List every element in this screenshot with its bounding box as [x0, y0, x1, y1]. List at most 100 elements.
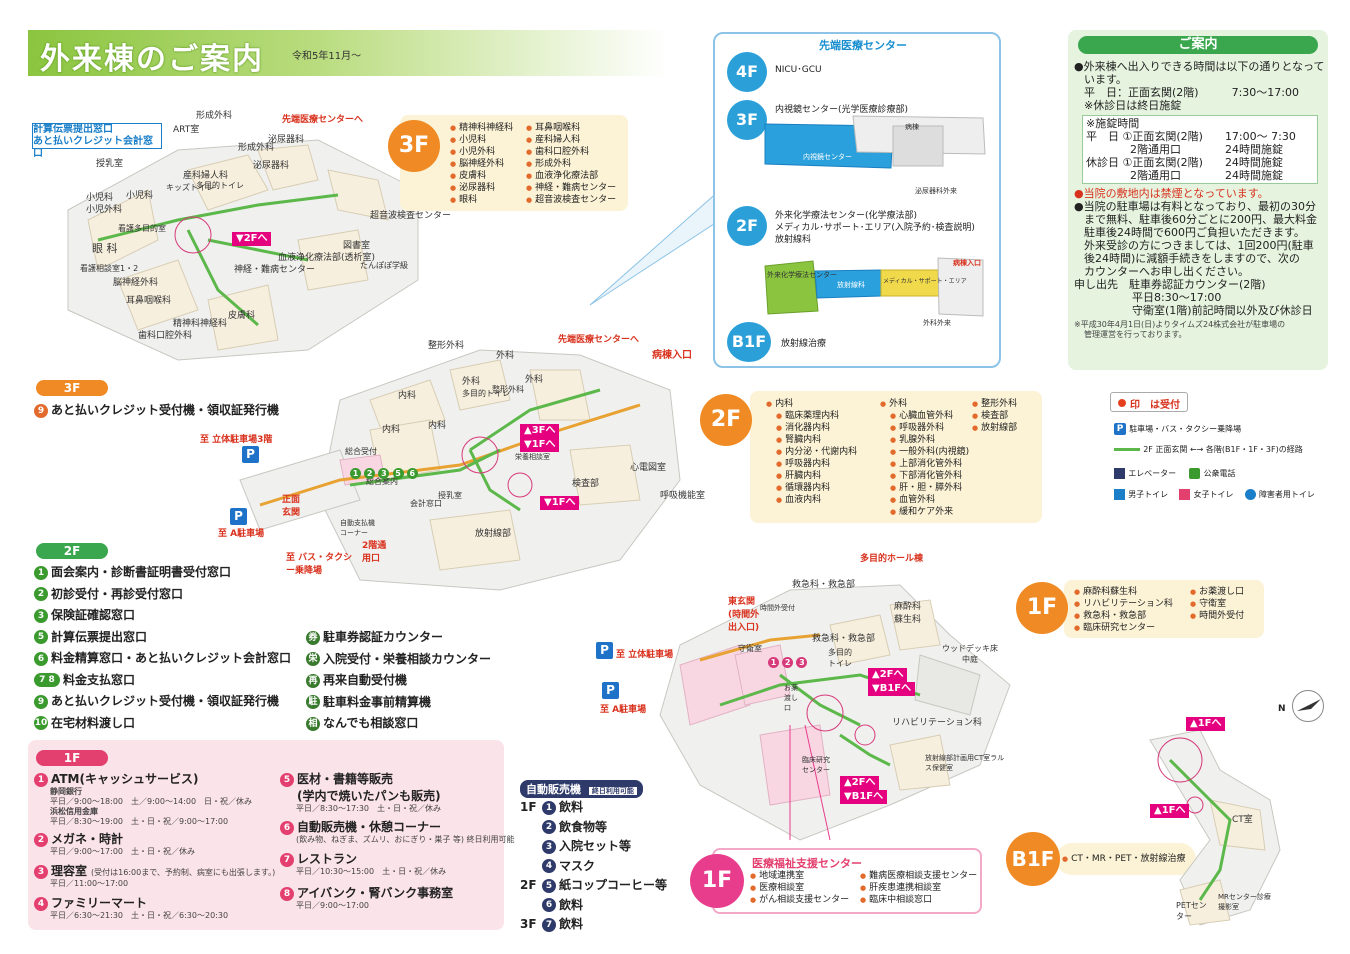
vending-number: 1	[542, 800, 556, 815]
dir-sub-item: 循環器内科	[766, 482, 857, 494]
route-green-line	[1114, 448, 1140, 451]
reception-marker-icon	[1117, 398, 1127, 408]
legend-parking-row: P 駐車場・バス・タクシー乗降場	[1114, 423, 1241, 435]
room-label: 歯科口腔外科	[138, 331, 193, 341]
vending-number: 5	[542, 878, 556, 893]
counter-number: 5	[280, 772, 294, 787]
dir-item: 検査部	[972, 410, 1017, 422]
dir-sub-item: 腎臓内科	[766, 434, 857, 446]
entrance2-label: 2階通用口	[362, 541, 387, 564]
info-line: 守衛室(1階)前記時間以外及び休診日	[1132, 304, 1313, 317]
dir-item: 放射線部	[972, 422, 1017, 434]
to-parking-a-1f-label: 至 A駐車場	[600, 705, 647, 715]
counter-marker: 1	[350, 468, 361, 479]
list2f-text: 面会案内・診断書証明書受付窓口	[51, 565, 232, 579]
room-label: 脳神経外科	[113, 278, 159, 288]
legend-elevator: エレベーター	[1128, 469, 1177, 478]
dir-item: がん相談支援センター	[750, 894, 849, 906]
info-line: ●当院の敷地内は禁煙となっています。	[1074, 187, 1269, 200]
center-4f-text: NICU･GCU	[775, 65, 822, 75]
elevator-icon	[1114, 468, 1125, 479]
room-label: 耳鼻咽喉科	[126, 296, 172, 306]
room-label: 救急科・救急部	[812, 634, 876, 644]
counter-number: 9	[34, 403, 48, 418]
dir-sub-item: 消化器内科	[766, 422, 857, 434]
room-label: 守衛室	[738, 644, 762, 653]
legend-reception-box: 印 は受付	[1110, 392, 1188, 412]
directory-2f-col1: 内科 臨床薬理内科 消化器内科 腎臓内科 内分泌・代謝内科 呼吸器内科 肝臓内科…	[766, 398, 857, 506]
legend-icons-row2: 男子トイレ 女子トイレ 障害者用トイレ	[1114, 489, 1315, 501]
to-2f-tag: ▼2Fへ	[232, 232, 272, 246]
dir-item: 肝疾患連携相談室	[860, 882, 977, 894]
dir-item: お薬渡し口	[1190, 586, 1244, 598]
legend: 印 は受付 P 駐車場・バス・タクシー乗降場 2F 正面玄関 ←→ 各階(B1F…	[1110, 392, 1340, 512]
vending-floor: 1F	[520, 800, 537, 814]
list2f-text: 計算伝票提出窓口	[51, 629, 148, 644]
info-line: ●外来棟へ出入りできる時間は以下の通りとなって	[1074, 60, 1325, 73]
list1f-text2: (学内で焼いたパンも販売)	[297, 789, 441, 803]
compass-needle-icon	[1297, 699, 1321, 711]
list2f-text: 保険証確認窓口	[51, 608, 136, 622]
dir-item: 精神科神経科	[450, 122, 513, 134]
legend-route: 2F 正面玄関 ←→ 各階(B1F・1F・3F)の経路	[1143, 445, 1303, 454]
badge-b1f-center: B1F	[727, 322, 771, 362]
counter-marker: 3	[796, 657, 808, 668]
lock-times: ※施錠時間 平 日 ①正面玄関(2階) 17:00～ 7:30 2階通用口 24…	[1082, 115, 1318, 184]
room-label: 小児科	[126, 191, 154, 201]
room-label: 皮膚科	[228, 311, 256, 321]
counter-number: 駐	[306, 695, 320, 709]
list1f-text: レストラン	[297, 852, 358, 866]
cashier-label-2: あと払いクレジット会計窓口	[33, 136, 153, 159]
room-label: 眼 科	[92, 242, 118, 255]
counter-marker: 1	[768, 657, 779, 668]
info-line: ※平成30年4月1日(日)よりタイムズ24株式会社が駐車場の	[1074, 320, 1286, 329]
dir-item: 時間外受付	[1190, 610, 1244, 622]
dir-sub-item: 呼吸器内科	[766, 458, 857, 470]
counter-number: 8	[280, 886, 294, 901]
vending-title: 自動販売機	[526, 783, 581, 796]
dir-item: 内科	[766, 398, 857, 410]
list1f-sub: 平日／9:00～17:00	[296, 901, 370, 910]
room-label: 会計窓口	[410, 499, 442, 508]
dir-sub-item: 一般外科(内視鏡)	[880, 446, 969, 458]
room-label: 神経・難病センター	[234, 265, 316, 275]
center-2f-text: メディカル･サポート･エリア(入院予約･検査説明)	[775, 223, 975, 233]
list2f-row: 栄入院受付・栄養相談カウンター	[306, 650, 491, 672]
room-label: 看護相談室1・2	[80, 264, 139, 273]
room-label: 小児科	[86, 193, 114, 203]
room-label: 小児外科	[86, 205, 123, 215]
parking-icon: P	[602, 682, 619, 699]
east-entrance-label: 東玄関(時間外出入口)	[728, 597, 760, 633]
parking-icon: P	[1114, 423, 1126, 435]
list1f-sub: 平日／11:00～17:00	[50, 879, 129, 888]
room-label: 放射線部計画用CT室ラルス保健室	[925, 754, 1005, 772]
info-line: 駐車後24時間で600円ご負担いただきます。	[1084, 226, 1305, 239]
dir-item: 守衛室	[1190, 598, 1244, 610]
dir-sub-item: 血液内科	[766, 494, 857, 506]
room-label: 血液浄化療法部(透析室)	[278, 253, 376, 263]
info-line: 平 日：正面玄関(2階) 7:30～17:00	[1084, 86, 1299, 99]
room-label: ウッドデッキ床中庭	[942, 644, 998, 664]
dir-item: 血液浄化療法部	[526, 170, 616, 182]
directory-3f-col2: 耳鼻咽喉科 産科婦人科 歯科口腔外科 形成外科 血液浄化療法部 神経・難病センタ…	[526, 122, 616, 206]
dir-item: 臨床中相談窓口	[860, 894, 977, 906]
room-label: 呼吸機能室	[660, 491, 706, 501]
accessible-toilet-icon	[1244, 489, 1256, 500]
to-parking-a-label: 至 A駐車場	[218, 529, 265, 539]
list2f-right: 券駐車券認証カウンター 栄入院受付・栄養相談カウンター 再再来自動受付機 駐駐車…	[306, 628, 491, 736]
men-toilet-icon	[1114, 489, 1125, 500]
dir-sub-item: 呼吸器外科	[880, 422, 969, 434]
map-1f: 救急科・救急部 麻酔科蘇生科 時間外受付 守衛室 救急科・救急部 多目的トイレ …	[640, 565, 1030, 850]
list2f-text: なんでも相談窓口	[323, 716, 419, 730]
